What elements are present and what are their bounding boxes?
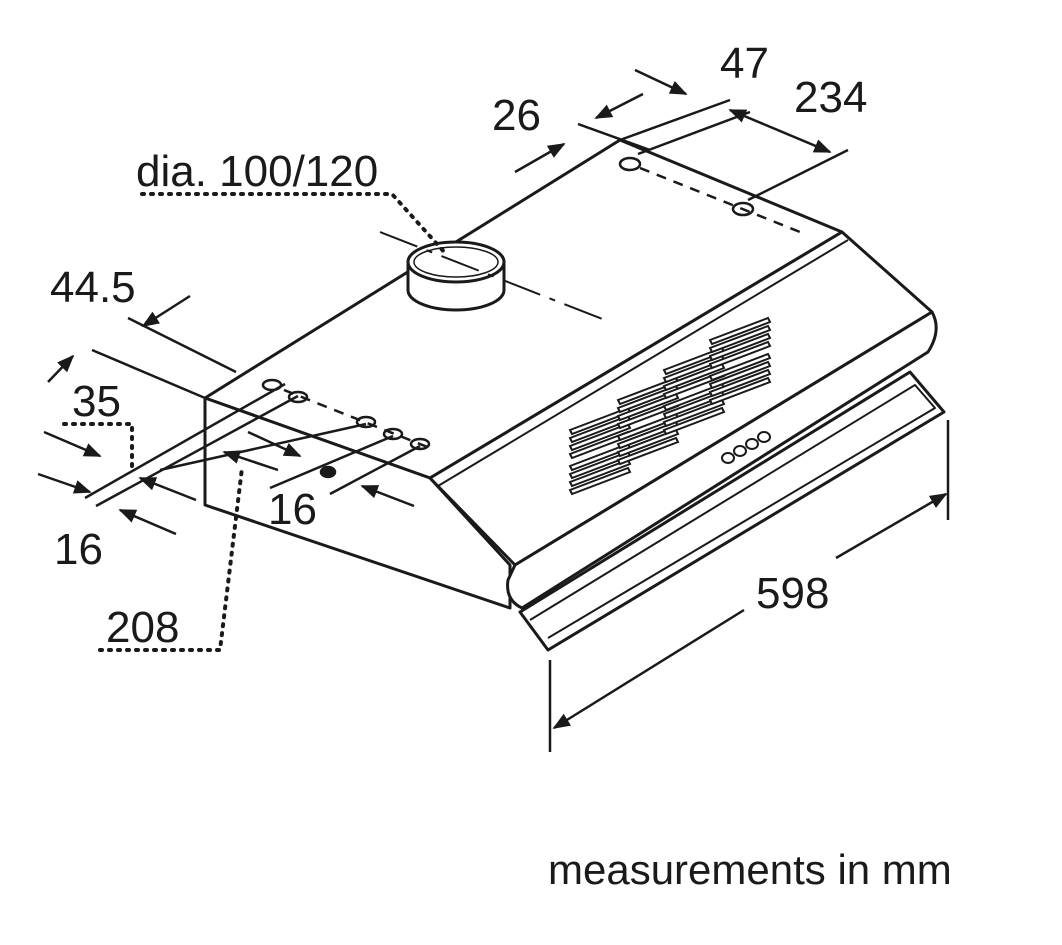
grille-slot <box>708 368 772 398</box>
hood-body <box>203 138 946 652</box>
leader-35 <box>62 422 134 472</box>
hood-visor-inner <box>529 384 936 639</box>
leader-208 <box>98 466 244 652</box>
dim-26-label: 26 <box>492 91 541 140</box>
grille-slot <box>708 324 772 354</box>
grille-slot <box>616 392 680 422</box>
grille-slot <box>662 398 726 428</box>
dim-16-bottom-label: 16 <box>268 485 317 534</box>
dim-35-label: 35 <box>72 377 121 426</box>
grille-slot <box>616 436 680 466</box>
dotted-leaders <box>62 192 448 652</box>
grille-slot <box>708 340 772 370</box>
grille-slot <box>708 316 772 346</box>
grille-slot <box>568 422 632 452</box>
grille-slot <box>662 406 726 436</box>
dim-208-label: 208 <box>106 603 179 652</box>
dim-234-label: 234 <box>794 73 867 122</box>
grille-slot <box>662 362 726 392</box>
grille-slot <box>616 428 680 458</box>
units-note: measurements in mm <box>548 846 952 893</box>
hole-guides <box>283 166 801 450</box>
grille-slot <box>708 332 772 362</box>
grille-slot <box>708 352 772 382</box>
dim-16-left-label: 16 <box>54 525 103 574</box>
dim-598-label: 598 <box>756 569 829 618</box>
grille-slot <box>568 458 632 488</box>
dim-44-5-label: 44.5 <box>50 263 136 312</box>
duct-diameter-label: dia. 100/120 <box>136 147 378 196</box>
dimension-lines <box>37 68 950 752</box>
mounting-holes <box>261 156 755 479</box>
duct-collar <box>406 240 506 312</box>
hood-visor <box>518 370 946 652</box>
duct-centreline <box>379 231 611 323</box>
grille-slot <box>708 360 772 390</box>
panel-edge <box>437 239 849 487</box>
grille-slot <box>708 376 772 406</box>
control-buttons <box>721 431 771 464</box>
grille-slot <box>568 466 632 496</box>
vent-grille <box>568 316 772 496</box>
duct-leader <box>140 192 448 256</box>
dim-47-label: 47 <box>720 39 769 88</box>
